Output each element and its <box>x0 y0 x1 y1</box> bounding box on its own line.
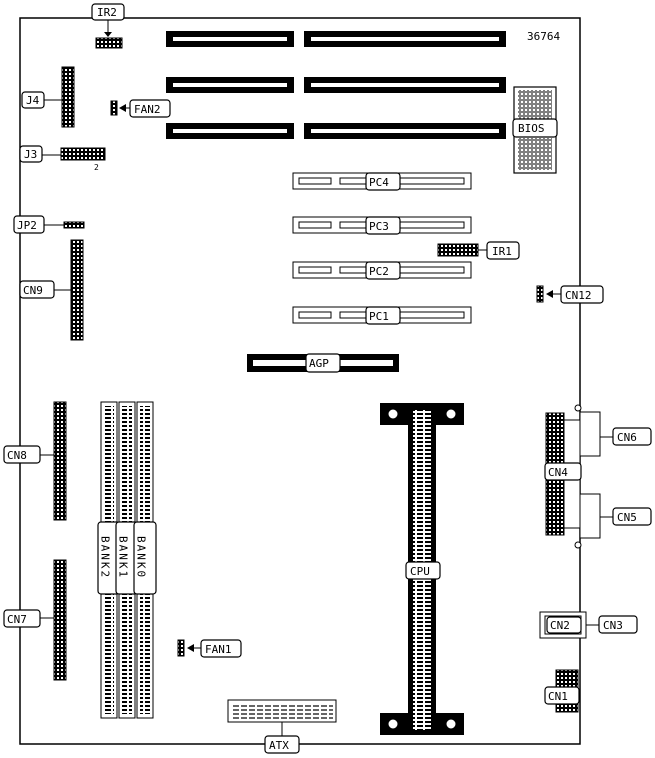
ps2-connector: CN2 CN3 <box>539 611 638 639</box>
dimm-bank-1: BANK1 <box>115 401 139 719</box>
bank0-label: BANK0 <box>135 536 148 579</box>
bios-chip: BIOS <box>512 86 558 174</box>
ir1-connector: IR1 <box>437 241 520 260</box>
isa-slots <box>166 31 506 139</box>
j4-connector: J4 <box>21 66 75 128</box>
cn8-connector: CN8 <box>3 401 67 521</box>
agp-slot: AGP <box>247 353 399 373</box>
pc3-label: PC3 <box>369 220 389 233</box>
agp-label: AGP <box>309 357 329 370</box>
pc1-label: PC1 <box>369 310 389 323</box>
fan1-label: FAN1 <box>205 643 232 656</box>
j3-connector: J3 2 <box>19 145 106 172</box>
cpu-slot: CPU <box>380 403 464 735</box>
cn1-label: CN1 <box>548 690 568 703</box>
cn7-connector: CN7 <box>3 559 67 681</box>
pci-slot-4: PC4 <box>292 172 472 191</box>
cpu-label: CPU <box>410 565 430 578</box>
ir2-label: IR2 <box>97 6 117 19</box>
ir2-connector: IR2 <box>91 3 125 49</box>
cn12-connector: CN12 <box>536 285 604 304</box>
board-outline <box>19 17 581 745</box>
fan2-label: FAN2 <box>134 103 161 116</box>
fan2-connector: FAN2 <box>110 99 171 118</box>
j4-label: J4 <box>26 94 40 107</box>
atx-power-connector: ATX <box>227 699 337 754</box>
cn12-label: CN12 <box>565 289 592 302</box>
pci-slot-2: PC2 <box>292 261 472 280</box>
cn9-label: CN9 <box>23 284 43 297</box>
cn4-label: CN4 <box>548 466 568 479</box>
dimm-bank-2: BANK2 <box>97 401 121 719</box>
jp2-jumper: JP2 <box>13 215 85 234</box>
usb-connector: CN1 <box>544 669 580 713</box>
cn9-connector: CN9 <box>19 239 84 341</box>
cn8-label: CN8 <box>7 449 27 462</box>
serial-parallel-ports: CN6 CN4 CN5 <box>544 404 652 549</box>
cn5-label: CN5 <box>617 511 637 524</box>
j3-pin-label: 2 <box>94 163 99 172</box>
j3-label: J3 <box>24 148 37 161</box>
pci-slot-1: PC1 <box>292 306 472 325</box>
bios-label: BIOS <box>518 122 545 135</box>
board-number: 36764 <box>527 30 560 43</box>
pc2-label: PC2 <box>369 265 389 278</box>
atx-label: ATX <box>269 739 289 752</box>
fan1-connector: FAN1 <box>177 639 242 658</box>
jp2-label: JP2 <box>17 219 37 232</box>
ir1-label: IR1 <box>492 245 512 258</box>
cn2-label: CN2 <box>550 619 570 632</box>
cn7-label: CN7 <box>7 613 27 626</box>
pci-slot-3: PC3 <box>292 216 472 235</box>
dimm-bank-0: BANK0 <box>133 401 157 719</box>
cn3-label: CN3 <box>603 619 623 632</box>
cn6-label: CN6 <box>617 431 637 444</box>
bank2-label: BANK2 <box>99 536 112 579</box>
pc4-label: PC4 <box>369 176 389 189</box>
bank1-label: BANK1 <box>117 536 130 579</box>
